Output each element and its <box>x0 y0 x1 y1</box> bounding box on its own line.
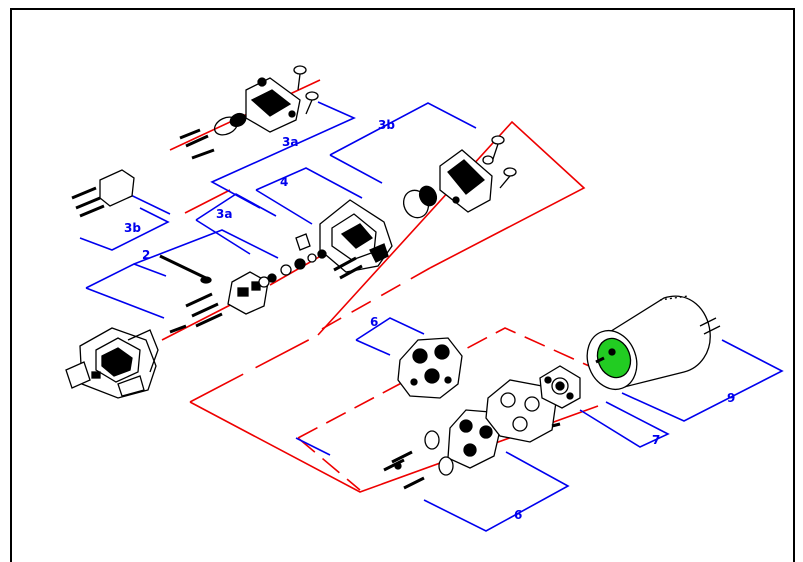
callout-9: 9 <box>727 391 735 405</box>
wobble-plate-block <box>227 249 327 315</box>
front-housing <box>397 337 463 399</box>
pump-head-assembly <box>65 327 159 399</box>
callout-4: 4 <box>280 175 288 189</box>
callout-6-bottom: 6 <box>514 508 522 522</box>
callout-3b-top: 3b <box>378 118 395 132</box>
callout-6-top: 6 <box>370 315 378 329</box>
valve-body-center <box>295 199 393 280</box>
motor <box>586 295 721 391</box>
cam-bearing <box>539 365 581 409</box>
callout-3b-left: 3b <box>124 221 141 235</box>
cam-housing <box>485 379 561 443</box>
valve-housing-top <box>179 65 319 160</box>
callout-3a-top: 3a <box>282 135 298 149</box>
valve-housing-right <box>402 135 517 219</box>
callout-7: 7 <box>652 433 660 447</box>
callout-labels: 3a 3b 4 3a 3b 2 6 9 7 6 <box>124 118 735 522</box>
drawing-frame <box>10 8 795 562</box>
valve-plate-bracket <box>71 169 135 218</box>
callout-2: 2 <box>142 248 150 262</box>
drive-plate <box>383 409 501 490</box>
drive-rod <box>159 254 223 334</box>
callout-3a-mid: 3a <box>216 207 232 221</box>
